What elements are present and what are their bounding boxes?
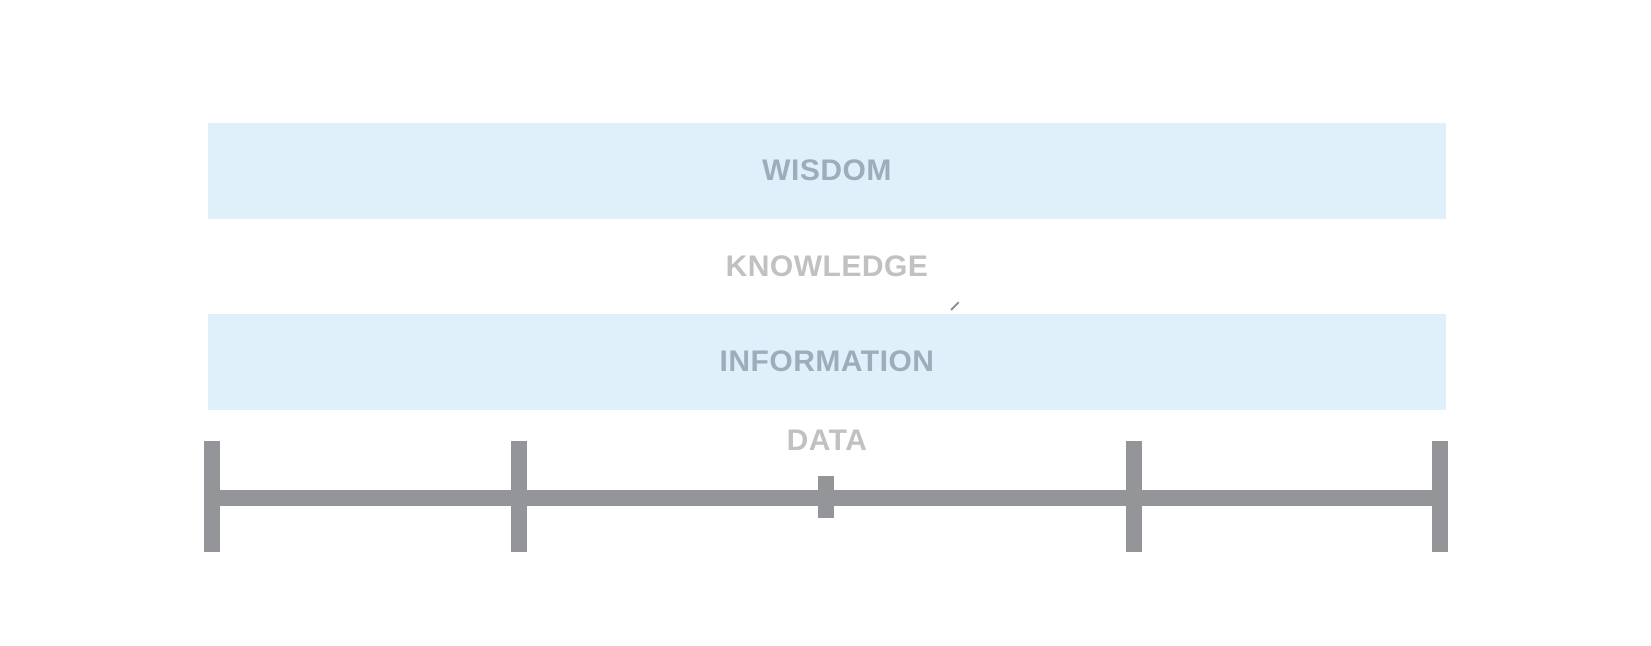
wisdom-band: WISDOM [208, 123, 1446, 219]
wisdom-label: WISDOM [762, 154, 892, 187]
knowledge-label: KNOWLEDGE [725, 250, 929, 283]
knowledge-band: KNOWLEDGE [208, 219, 1446, 315]
scale-tick-major [1126, 441, 1142, 552]
scale-tick-major [1432, 441, 1448, 552]
information-band: INFORMATION [208, 314, 1446, 410]
data-label: DATA [786, 424, 868, 457]
scale-tick-minor [818, 476, 834, 518]
information-label: INFORMATION [719, 345, 935, 378]
scale-tick-major [511, 441, 527, 552]
data-level: DATA [208, 426, 1446, 456]
scale-tick-major [204, 441, 220, 552]
